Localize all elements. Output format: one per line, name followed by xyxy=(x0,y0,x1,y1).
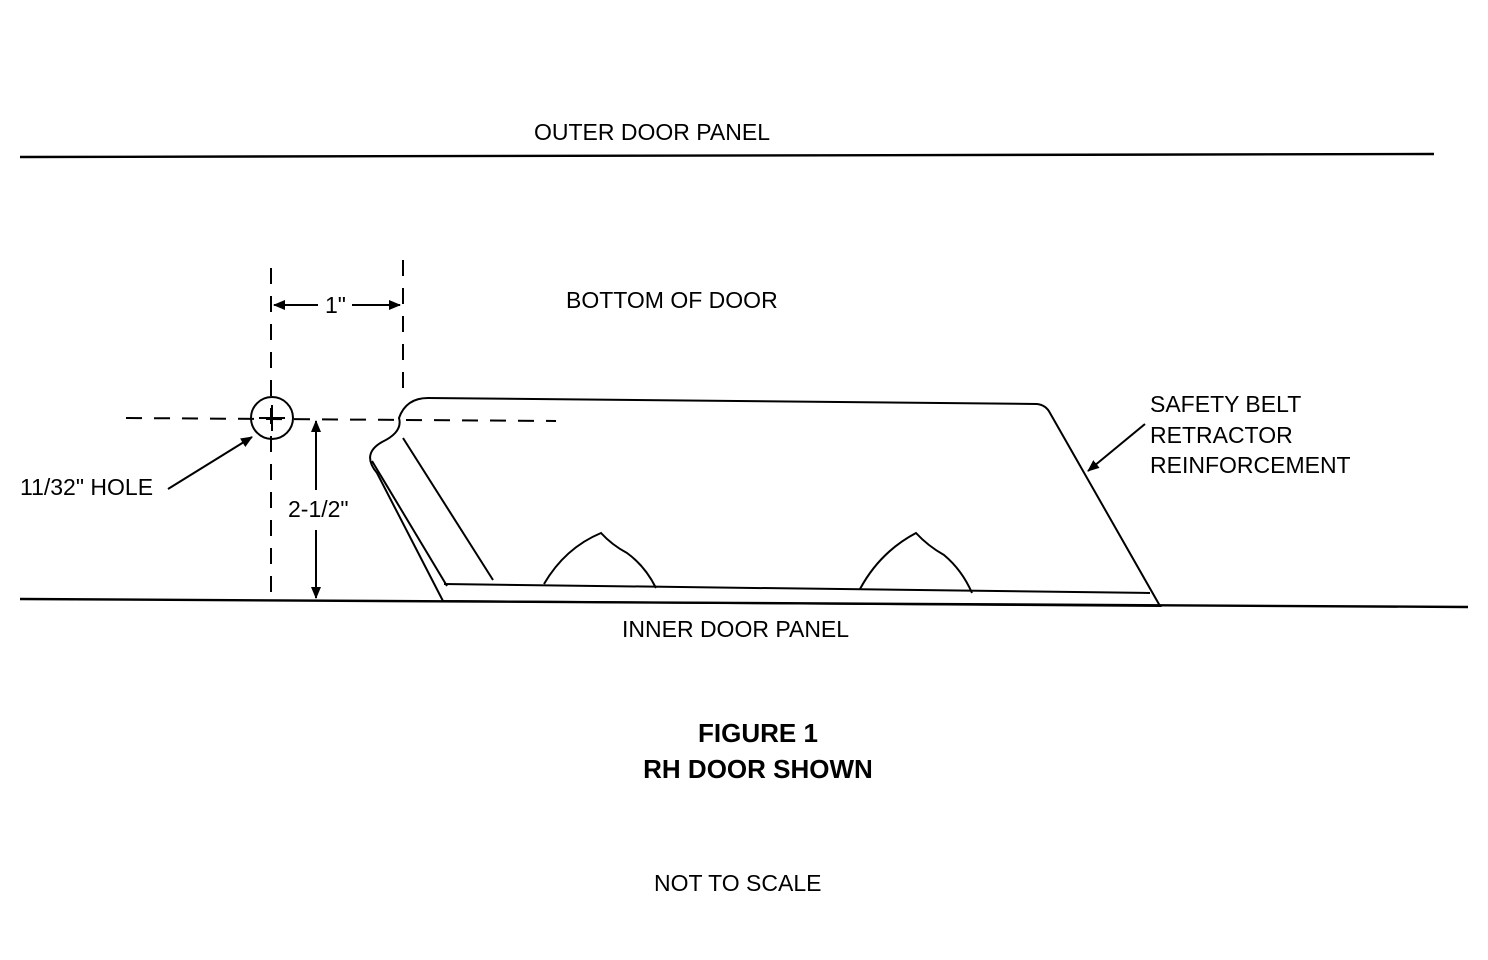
safety-belt-retractor-reinforcement xyxy=(369,396,1162,608)
dimension-vertical-label: 2-1/2" xyxy=(288,496,349,522)
bottom-of-door-label: BOTTOM OF DOOR xyxy=(566,287,778,313)
figure-caption-line2: RH DOOR SHOWN xyxy=(643,754,873,784)
hole-horizontal-centerline xyxy=(125,417,557,422)
reinforcement-rib-right xyxy=(859,531,973,594)
reinforcement-label-line1: SAFETY BELT xyxy=(1150,391,1301,417)
inner-door-panel-label: INNER DOOR PANEL xyxy=(622,616,849,642)
outer-door-panel-line xyxy=(19,152,1435,159)
figure-caption-line1: FIGURE 1 xyxy=(698,718,818,748)
hole-symbol-icon xyxy=(250,396,294,440)
reinforcement-label-line2: RETRACTOR xyxy=(1150,422,1293,448)
dimension-horizontal-1in: 1" xyxy=(273,292,401,318)
dimension-horizontal-label: 1" xyxy=(325,292,346,318)
dimension-vertical-2-1-2in: 2-1/2" xyxy=(288,420,349,599)
reinforcement-label-line3: REINFORCEMENT xyxy=(1150,452,1351,478)
hole-leader-arrow xyxy=(167,436,253,490)
outer-door-panel-label: OUTER DOOR PANEL xyxy=(534,119,770,145)
reinforcement-leader-arrow xyxy=(1087,423,1146,472)
reinforcement-rib-left xyxy=(543,531,657,589)
hole-label: 11/32" HOLE xyxy=(20,474,153,500)
not-to-scale-note: NOT TO SCALE xyxy=(654,870,821,896)
